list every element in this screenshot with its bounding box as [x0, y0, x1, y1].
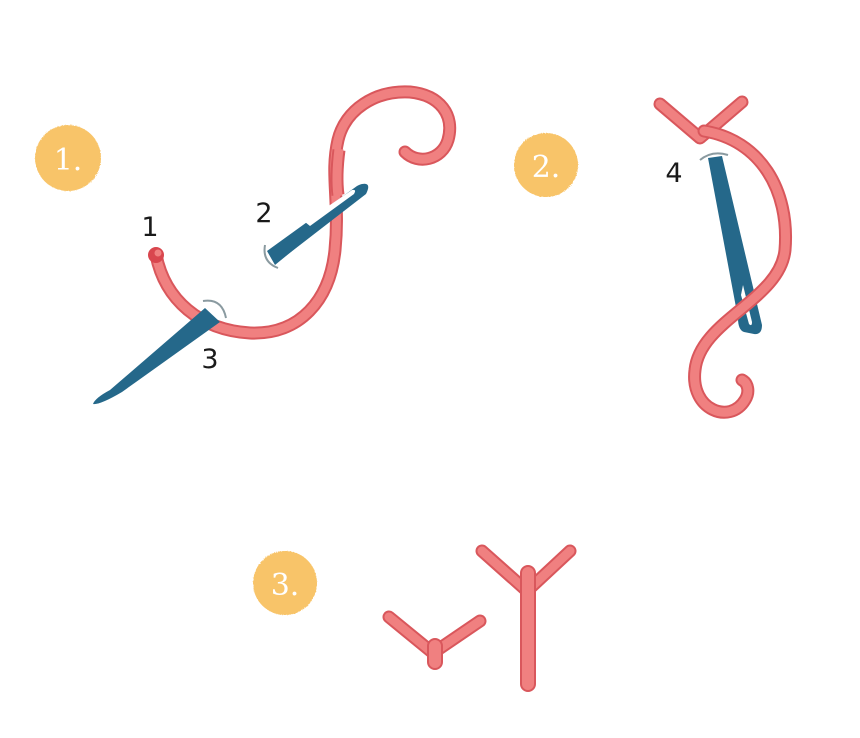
step-2-badge-text: 2. — [532, 150, 561, 185]
badge-circle-icon — [253, 551, 317, 615]
step-3-group: 3. — [253, 544, 577, 692]
badge-circle-icon — [35, 125, 101, 191]
point-label-3: 3 — [201, 344, 218, 375]
step-1-needle-point — [93, 299, 227, 405]
step-1-badge: 1. — [35, 125, 101, 191]
step-1-needle-eye — [263, 183, 369, 269]
step-2-group: 2. 4 — [514, 95, 793, 419]
step-1-badge-text: 1. — [54, 143, 83, 178]
step-2-thread — [688, 124, 793, 419]
point-label-2: 2 — [255, 198, 272, 229]
badge-circle-icon — [514, 133, 578, 197]
point-label-1: 1 — [141, 212, 158, 243]
step-3-badge: 3. — [253, 551, 317, 615]
step-3-badge-text: 3. — [271, 568, 300, 603]
step-2-v-arms — [653, 95, 749, 145]
fly-stitch-y-long — [475, 544, 577, 692]
point-label-4: 4 — [665, 158, 682, 189]
fly-stitch-v-short — [382, 610, 487, 670]
step-1-thread — [148, 85, 457, 340]
step-2-badge: 2. — [514, 133, 578, 197]
step-1-group: 1. 1 2 3 — [35, 85, 457, 405]
